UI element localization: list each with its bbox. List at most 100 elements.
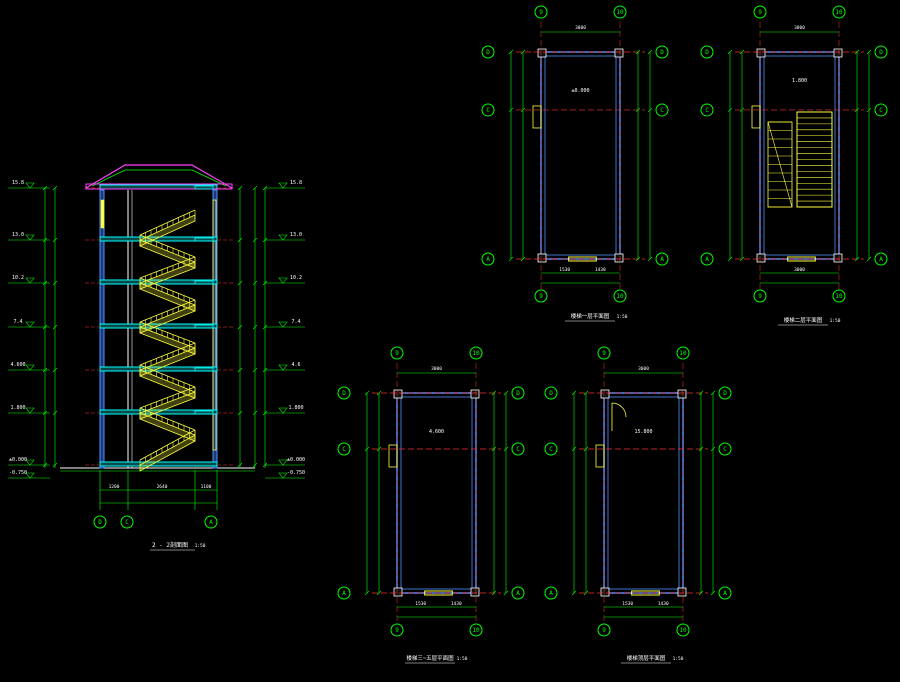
dim-tick xyxy=(262,324,268,330)
plan-dim-value: 3000 xyxy=(794,267,805,273)
plan-level-label: ±0.000 xyxy=(571,88,589,94)
plan-column xyxy=(833,48,843,58)
stair-handrail xyxy=(139,209,196,236)
plan-axis-bubble-circle xyxy=(753,289,767,303)
dim-tick xyxy=(262,410,268,416)
plan-door-swing xyxy=(611,402,627,418)
plan-column xyxy=(393,389,403,399)
plan-wall-inner xyxy=(400,396,473,590)
plan-dim-tick xyxy=(866,49,872,55)
plan-dim-value: 3000 xyxy=(638,366,649,372)
plan-axis-bubble-circle xyxy=(700,45,714,59)
window-strip xyxy=(100,199,105,229)
elevation-right: 13.0 xyxy=(290,232,302,238)
plan-dim-tick xyxy=(376,590,382,596)
plan-wall-element xyxy=(595,444,605,468)
plan-dim-tick xyxy=(854,49,860,55)
dim-tick xyxy=(42,367,48,373)
plan-axis-bubble-circle xyxy=(481,45,495,59)
elev-mark xyxy=(25,364,35,371)
plan-axis-bubble-circle xyxy=(511,586,525,600)
plan-axis-bubble-circle xyxy=(469,623,483,637)
plan-axis-bubble-label: 9 xyxy=(758,293,762,300)
elev-mark xyxy=(278,234,288,241)
plan-dim-tick xyxy=(364,446,370,452)
plan-axis-bubble-label: C xyxy=(516,446,520,453)
section-scale: 1:50 xyxy=(195,543,206,549)
plan-axis-bubble-label: A xyxy=(516,590,520,597)
dim-tick xyxy=(237,410,243,416)
plan-dim-value: 3000 xyxy=(431,366,442,372)
plan-axis-bubble-circle xyxy=(700,103,714,117)
plan-axis-bubble-circle xyxy=(832,289,846,303)
elevation-left: 4.600 xyxy=(10,362,25,368)
elevation-left: 1.800 xyxy=(10,405,25,411)
plan-axis-bubble-label: 9 xyxy=(539,293,543,300)
stair-flight xyxy=(139,261,196,290)
stair-flight xyxy=(139,391,196,420)
plan-axis-bubble-label: A xyxy=(879,256,883,263)
plan-axis-bubble-circle xyxy=(613,5,627,19)
axis-bubble-label: A xyxy=(209,519,213,526)
plan-dim-tick xyxy=(491,446,497,452)
dim-tick xyxy=(252,185,258,191)
plan-column xyxy=(833,253,843,263)
dim-tick xyxy=(52,367,58,373)
plan-dim-tick xyxy=(698,590,704,596)
plan-dim-value: 1430 xyxy=(451,601,462,607)
plan-axis-bubble-circle xyxy=(597,346,611,360)
plan-column xyxy=(677,389,687,399)
plan-axis-bubble-label: 9 xyxy=(395,350,399,357)
stair-handrail xyxy=(139,321,196,344)
plan-axis-bubble-circle xyxy=(337,386,351,400)
roof-inner xyxy=(91,169,227,187)
plan-window xyxy=(568,256,597,262)
stair-handrail xyxy=(139,386,196,409)
plan-dim-tick xyxy=(727,107,733,113)
floor-slab xyxy=(99,236,218,242)
dim-value: 2640 xyxy=(157,484,168,490)
plan-axis-bubble-circle xyxy=(676,623,690,637)
plan-dim-tick xyxy=(508,49,514,55)
plan-wall-element xyxy=(532,105,542,129)
plan-column xyxy=(393,587,403,597)
elevation-left: 10.2 xyxy=(12,275,24,281)
dim-tick xyxy=(237,237,243,243)
plan-wall-outer xyxy=(603,392,684,594)
landing xyxy=(194,367,214,372)
landing xyxy=(194,237,214,242)
elev-mark xyxy=(278,277,288,284)
plan-scale: 1:50 xyxy=(673,656,684,662)
plan-axis-bubble-label: 10 xyxy=(616,293,624,300)
plan-dim-tick xyxy=(698,446,704,452)
plan-wall-inner xyxy=(763,55,836,256)
plan-axis-bubble-label: C xyxy=(342,446,346,453)
plan-axis-bubble-circle xyxy=(700,252,714,266)
plan-axis-bubble-label: 10 xyxy=(616,9,624,16)
plan-dim-value: 3000 xyxy=(575,25,586,31)
plan-axis-bubble-circle xyxy=(655,103,669,117)
elev-mark xyxy=(278,182,288,189)
plan-axis-bubble-label: 10 xyxy=(835,9,843,16)
plan-axis-bubble-label: 9 xyxy=(602,350,606,357)
plan-dim-tick xyxy=(854,107,860,113)
plan-dim-tick xyxy=(739,49,745,55)
plan-dim-value: 1430 xyxy=(595,267,606,273)
plan-title: 楼梯三~五层平面图 xyxy=(406,654,454,662)
section-title: 2 - 2剖面图 xyxy=(152,541,188,549)
plan-axis-bubble-label: 10 xyxy=(472,350,480,357)
plan-axis-bubble-circle xyxy=(597,623,611,637)
elev-mark xyxy=(25,472,35,479)
plan-axis-bubble-label: A xyxy=(549,590,553,597)
plan-dim-tick xyxy=(508,256,514,262)
plan-dim-tick xyxy=(508,107,514,113)
plan-axis-bubble-label: D xyxy=(705,49,709,56)
plan-column xyxy=(677,587,687,597)
elev-mark xyxy=(278,459,288,466)
plan-dim-tick xyxy=(635,256,641,262)
landing xyxy=(194,410,214,415)
plan-dim-tick xyxy=(635,49,641,55)
dim-tick xyxy=(42,185,48,191)
plan-axis-bubble-circle xyxy=(544,386,558,400)
